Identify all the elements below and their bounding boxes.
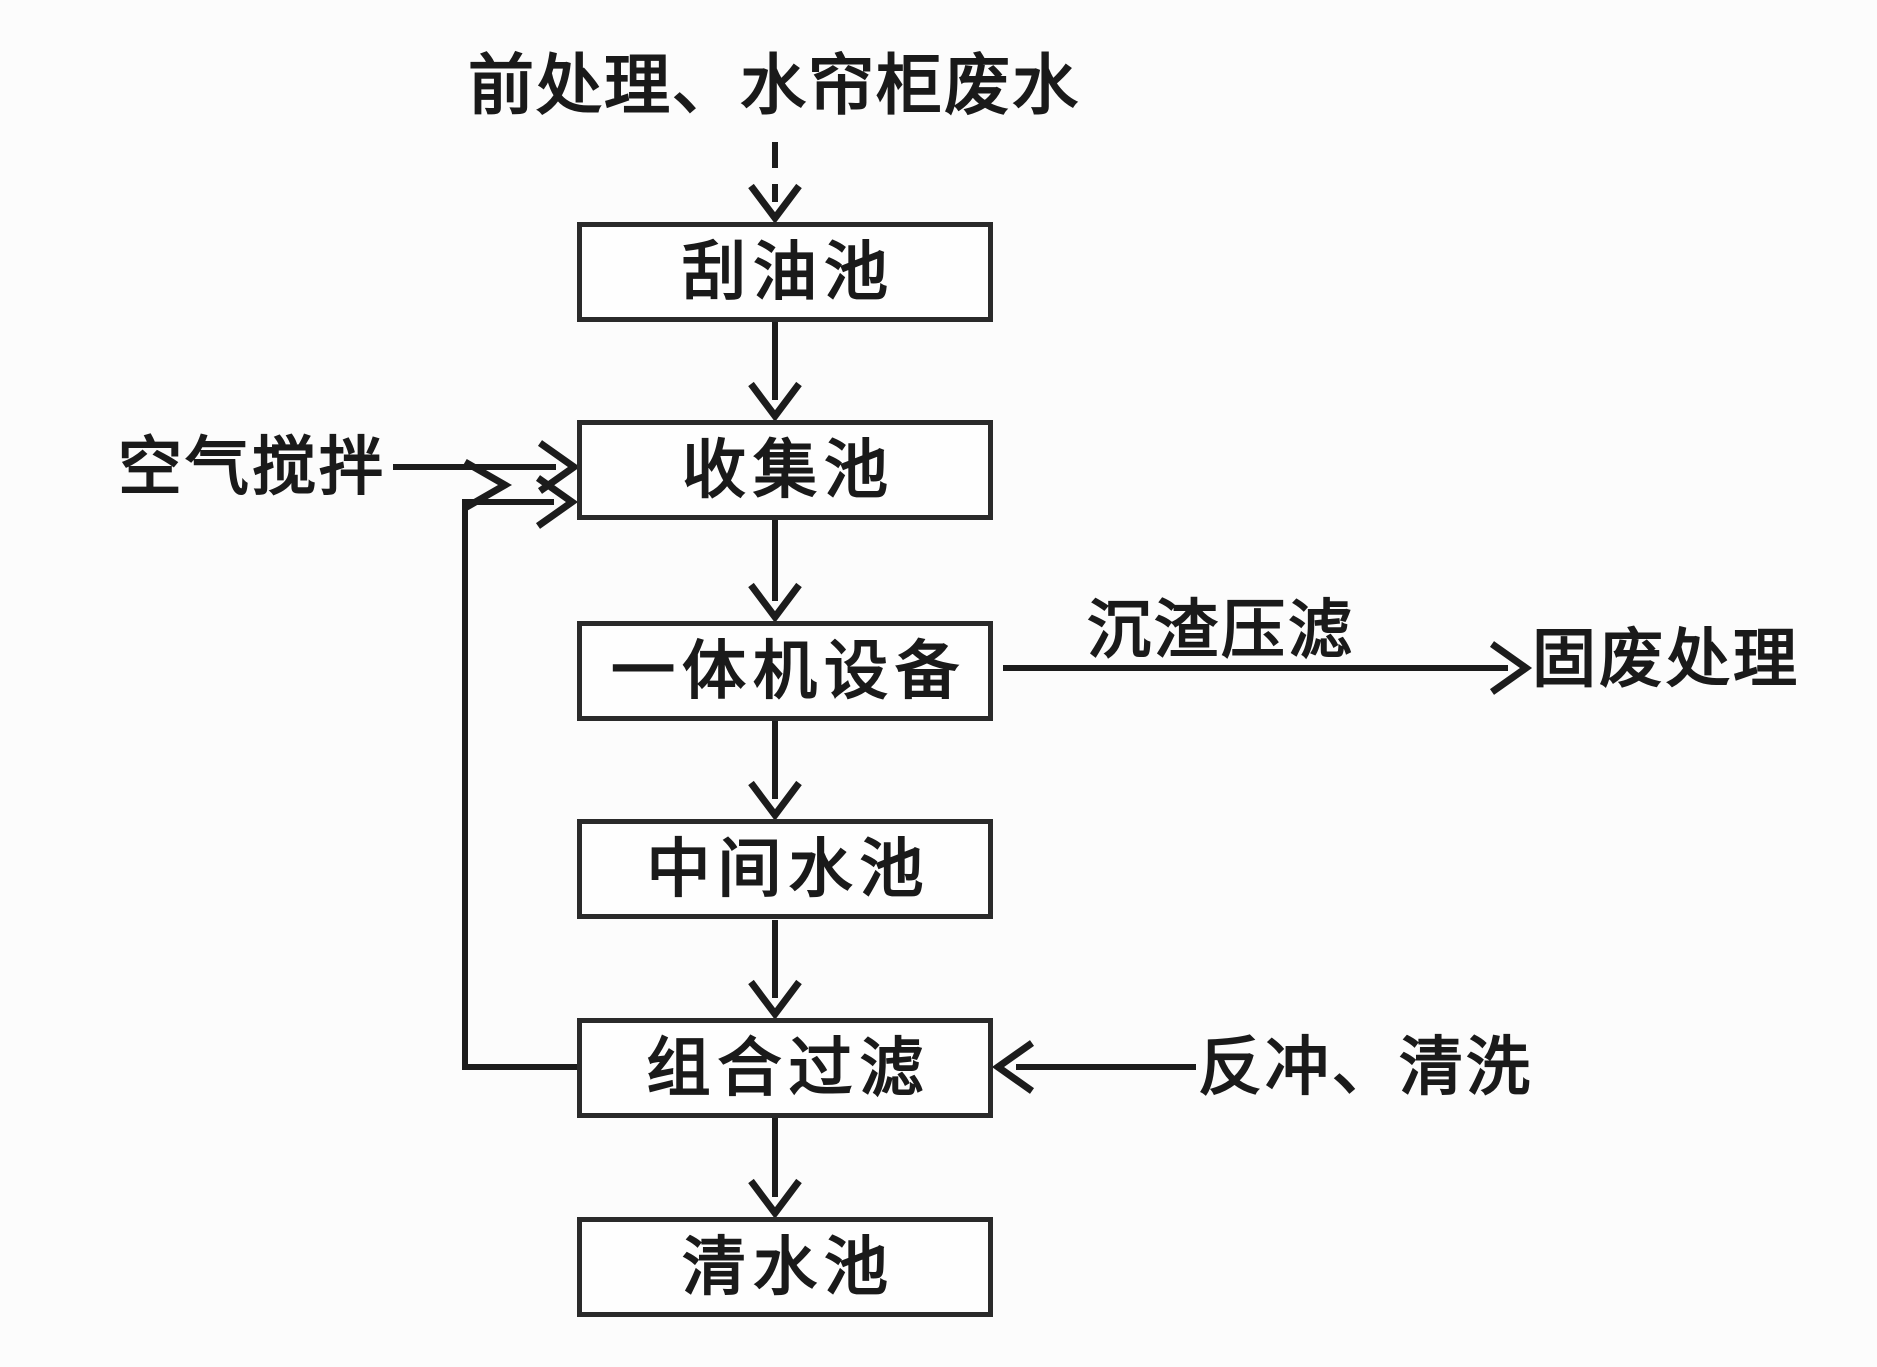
edge-loop-combined-to-collection — [462, 458, 579, 1070]
edge-intermediate-to-combined — [748, 920, 802, 1020]
arrowhead-down-icon — [748, 183, 802, 224]
node-collection-tank: 收集池 — [577, 420, 993, 520]
node-clean-water-tank: 清水池 — [577, 1217, 993, 1317]
node-intermediate-tank: 中间水池 — [577, 819, 993, 919]
arrowhead-left-icon — [991, 1040, 1035, 1094]
arrowhead-down-icon — [748, 780, 802, 821]
sludge-press-label: 沉渣压滤 — [1087, 594, 1355, 666]
arrowhead-right-icon — [537, 440, 581, 494]
arrowhead-down-icon — [748, 582, 802, 623]
influent-label: 前处理、水帘柜废水 — [468, 48, 1080, 122]
edge-integrated-to-intermediate — [748, 720, 802, 821]
node-combined-filtration: 组合过滤 — [577, 1018, 993, 1118]
arrowhead-down-icon — [748, 1178, 802, 1219]
arrowhead-down-icon — [748, 979, 802, 1020]
edge-combined-to-cleanwater — [748, 1118, 802, 1219]
edge-influent-to-oil-scraping-tank — [748, 142, 802, 224]
edge-oil-scraping-to-collection — [748, 322, 802, 422]
edge-backwash-to-combined — [991, 1040, 1196, 1094]
node-integrated-machine: 一体机设备 — [577, 621, 993, 721]
backwash-label: 反冲、清洗 — [1198, 1031, 1533, 1103]
edge-integrated-to-solid-waste — [1003, 641, 1533, 695]
air-agitation-label: 空气搅拌 — [118, 431, 386, 503]
arrowhead-right-icon — [463, 458, 513, 512]
edge-collection-to-integrated — [748, 520, 802, 623]
solid-waste-label: 固废处理 — [1532, 623, 1800, 695]
arrowhead-right-icon — [1489, 641, 1533, 695]
node-oil-scraping-tank: 刮油池 — [577, 222, 993, 322]
arrowhead-down-icon — [748, 381, 802, 422]
arrowhead-right-icon — [535, 475, 579, 529]
